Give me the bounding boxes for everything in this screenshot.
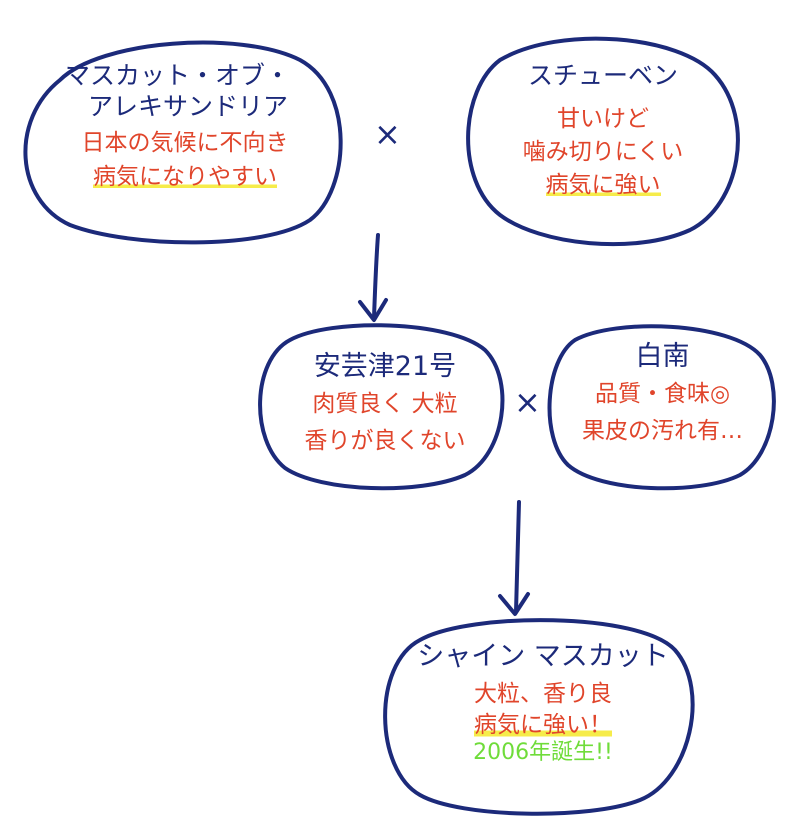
- muscat-note-disease: 病気になりやすい: [50, 163, 320, 192]
- akitsu-note-aroma: 香りが良くない: [304, 427, 466, 454]
- arrow-bottom-head: [498, 592, 530, 616]
- bubble-hakunan: [547, 324, 776, 491]
- bubble-steuben: [466, 36, 740, 247]
- akitsu-note-flesh: 肉質良く 大粒: [312, 390, 458, 417]
- hakunan-title: 白南: [635, 341, 690, 372]
- bubble-akitsu: [258, 323, 505, 491]
- shine-note-resistant: 病気に強い！: [398, 711, 688, 740]
- muscat-title-line-2: アレキサンドリア: [88, 92, 289, 122]
- arrow-top-head: [358, 298, 388, 322]
- cross-operator-middle: ×: [514, 383, 541, 421]
- node-steuben: スチューベン 甘いけど 噛み切りにくい 病気に強い: [488, 60, 718, 200]
- muscat-title-line-1: マスカット・オブ・: [65, 61, 291, 90]
- shine-note-birth-year: 2006年誕生!!: [473, 740, 613, 766]
- arrow-top-shaft: [372, 233, 380, 320]
- cross-operator-top: ×: [374, 115, 401, 153]
- bubble-shine: [383, 618, 695, 816]
- muscat-note-climate: 日本の気候に不向き: [81, 129, 289, 156]
- hakunan-note-quality: 品質・食味◎: [594, 380, 731, 407]
- shine-note-size-aroma: 大粒、香り良: [474, 680, 612, 707]
- steuben-note-resistant: 病気に強い: [488, 171, 718, 200]
- steuben-title: スチューベン: [527, 61, 678, 90]
- node-muscat-of-alexandria: マスカット・オブ・ アレキサンドリア 日本の気候に不向き 病気になりやすい: [50, 60, 320, 192]
- node-shine-muscat: シャイン マスカット 大粒、香り良 病気に強い！ 2006年誕生!!: [398, 640, 688, 767]
- akitsu-title: 安芸津21号: [313, 351, 457, 382]
- steuben-note-sweet: 甘いけど: [557, 106, 649, 133]
- node-hakunan: 白南 品質・食味◎ 果皮の汚れ有…: [560, 340, 765, 445]
- steuben-note-resistant-text: 病気に強い: [545, 171, 661, 198]
- node-akitsu-21: 安芸津21号 肉質良く 大粒 香りが良くない: [275, 350, 495, 455]
- muscat-note-disease-text: 病気になりやすい: [93, 164, 277, 191]
- steuben-note-chewy: 噛み切りにくい: [522, 139, 684, 165]
- shine-note-resistant-text: 病気に強い！: [474, 711, 612, 738]
- bubble-muscat: [23, 40, 343, 245]
- arrow-bottom-shaft: [514, 500, 521, 614]
- shine-title: シャイン マスカット: [417, 641, 669, 672]
- hakunan-note-skin: 果皮の汚れ有…: [582, 417, 743, 444]
